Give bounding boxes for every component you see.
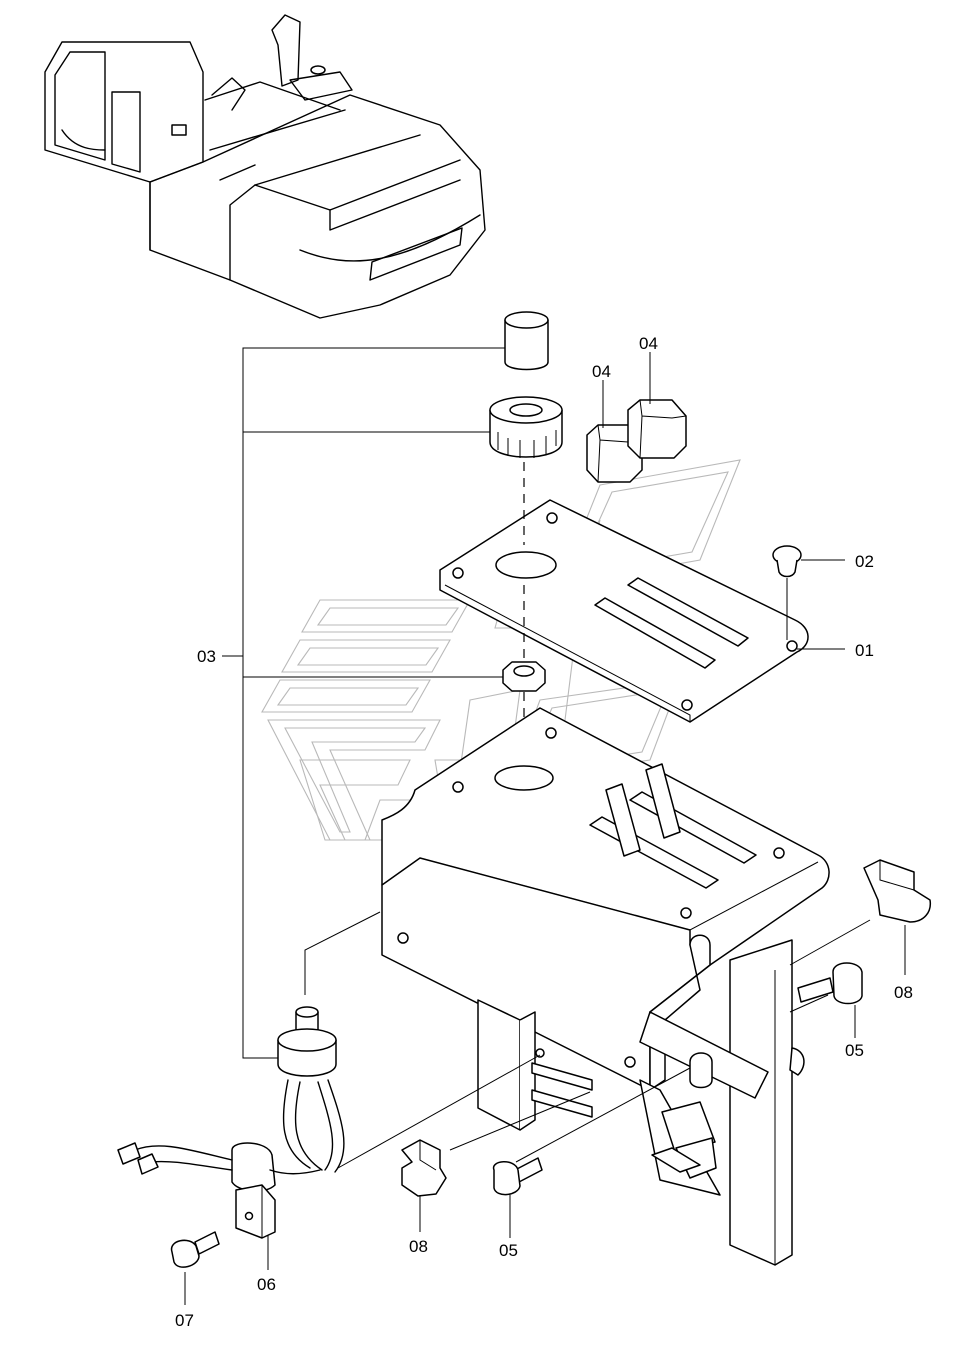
callout-01: 01 (855, 641, 874, 660)
callout-03: 03 (197, 647, 216, 666)
callout-06: 06 (257, 1275, 276, 1294)
callout-03-bracket (222, 347, 505, 1059)
callout-04-left: 04 (592, 362, 611, 381)
clip-lower (401, 1139, 447, 1197)
knob-nut (489, 396, 563, 458)
leader-lines (184, 352, 906, 1305)
limit-switch (651, 1052, 717, 1179)
cover-plate (439, 499, 809, 723)
screw-07 (170, 1231, 220, 1268)
clip-upper (863, 859, 932, 923)
control-bracket (381, 707, 830, 1266)
harness-clamp (235, 1184, 276, 1239)
callout-08-lower: 08 (409, 1237, 428, 1256)
callout-08-right: 08 (894, 983, 913, 1002)
plug-pin (772, 545, 802, 640)
callout-07: 07 (175, 1311, 194, 1330)
callout-05-lower: 05 (499, 1241, 518, 1260)
callout-02: 02 (855, 552, 874, 571)
hex-nut (502, 661, 546, 692)
bolt-upper (797, 962, 863, 1005)
excavator-overview-icon (44, 14, 486, 319)
callout-04-right: 04 (639, 334, 658, 353)
part-callouts: 01 02 03 04 04 05 05 06 07 08 08 (175, 334, 913, 1330)
rubber-cap-right (627, 399, 687, 459)
knob-cap (504, 311, 549, 371)
callout-05-right: 05 (845, 1041, 864, 1060)
sensor-with-harness (117, 1006, 345, 1192)
bolt-lower (493, 1157, 543, 1196)
